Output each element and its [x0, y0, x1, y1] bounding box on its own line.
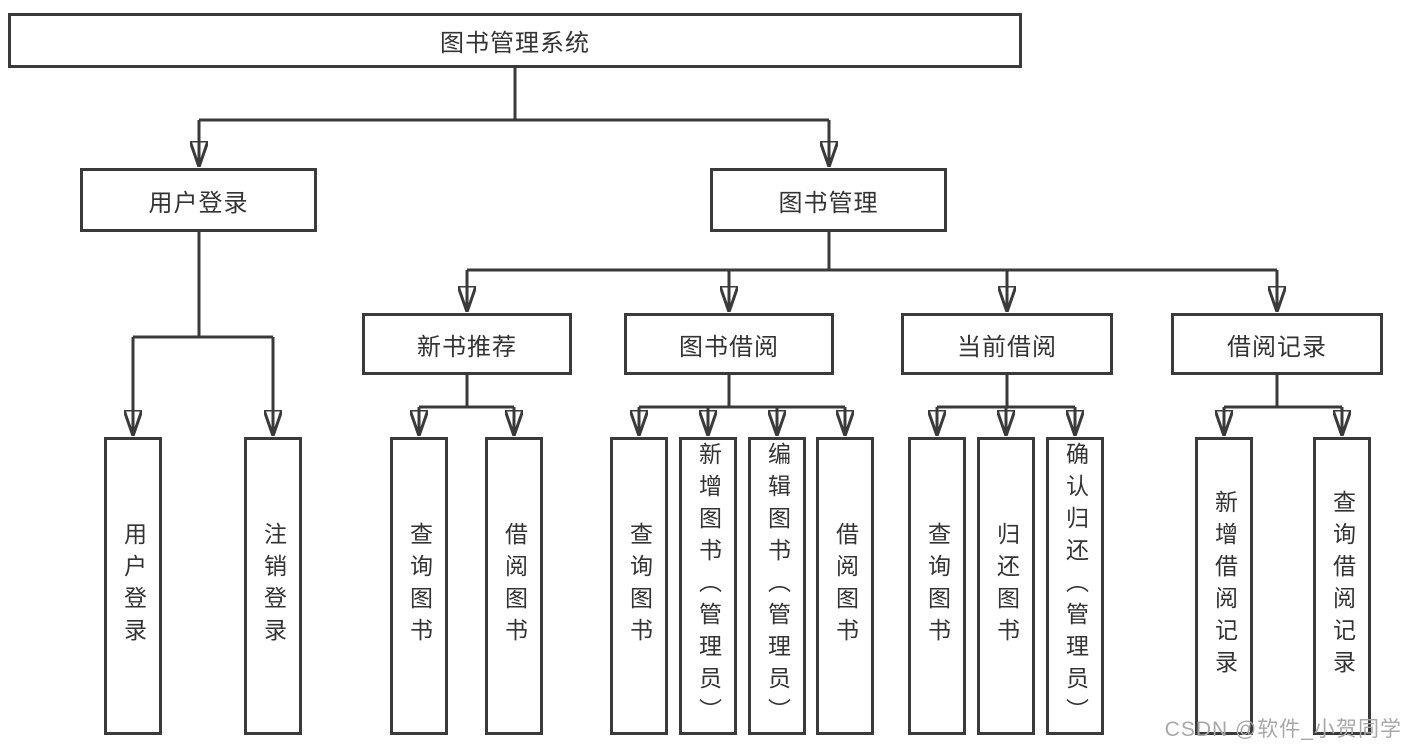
leaf-label: 查询借阅记录: [1329, 490, 1356, 682]
leaf-label: 确认归还（管理员）: [1062, 442, 1089, 730]
node-current-borrowing: 当前借阅: [901, 313, 1113, 375]
node-book-borrowing: 图书借阅: [624, 313, 834, 375]
leaf-label: 用户登录: [120, 522, 147, 650]
csdn-watermark: CSDN @软件_小贺同学: [1164, 718, 1402, 741]
leaf-user-login: 用户登录: [104, 437, 162, 735]
leaf-confirm-return-admin: 确认归还（管理员）: [1046, 437, 1104, 735]
leaf-search-borrow-record: 查询借阅记录: [1313, 437, 1371, 735]
leaf-label: 借阅图书: [832, 522, 859, 650]
leaf-label: 查询图书: [626, 522, 653, 650]
leaf-search-books: 查询图书: [610, 437, 668, 735]
connector: [199, 68, 829, 122]
connector: [467, 232, 1277, 272]
leaf-borrow-books: 借阅图书: [485, 437, 543, 735]
leaf-label: 借阅图书: [501, 522, 528, 650]
connector: [937, 375, 1075, 409]
leaf-label: 编辑图书（管理员）: [764, 442, 791, 730]
connector: [1224, 375, 1342, 409]
leaf-label: 注销登录: [260, 522, 287, 650]
leaf-label: 查询图书: [406, 522, 433, 650]
connector: [639, 375, 845, 409]
leaf-label: 查询图书: [924, 522, 951, 650]
leaf-search-books: 查询图书: [390, 437, 448, 735]
node-user-login: 用户登录: [80, 168, 317, 232]
node-new-book-recommendation: 新书推荐: [362, 313, 572, 375]
leaf-label: 新增借阅记录: [1211, 490, 1238, 682]
leaf-return-books: 归还图书: [977, 437, 1035, 735]
leaf-borrow-books: 借阅图书: [816, 437, 874, 735]
leaf-edit-books-admin: 编辑图书（管理员）: [748, 437, 806, 735]
leaf-add-books-admin: 新增图书（管理员）: [679, 437, 737, 735]
leaf-add-borrow-record: 新增借阅记录: [1195, 437, 1253, 735]
connector: [133, 232, 273, 339]
connector: [419, 375, 514, 409]
leaf-logout: 注销登录: [244, 437, 302, 735]
node-book-management: 图书管理: [710, 168, 947, 232]
leaf-label: 归还图书: [993, 522, 1020, 650]
leaf-label: 新增图书（管理员）: [695, 442, 722, 730]
node-borrowing-records: 借阅记录: [1171, 313, 1383, 375]
leaf-search-books: 查询图书: [908, 437, 966, 735]
node-root-library-system: 图书管理系统: [8, 13, 1022, 68]
